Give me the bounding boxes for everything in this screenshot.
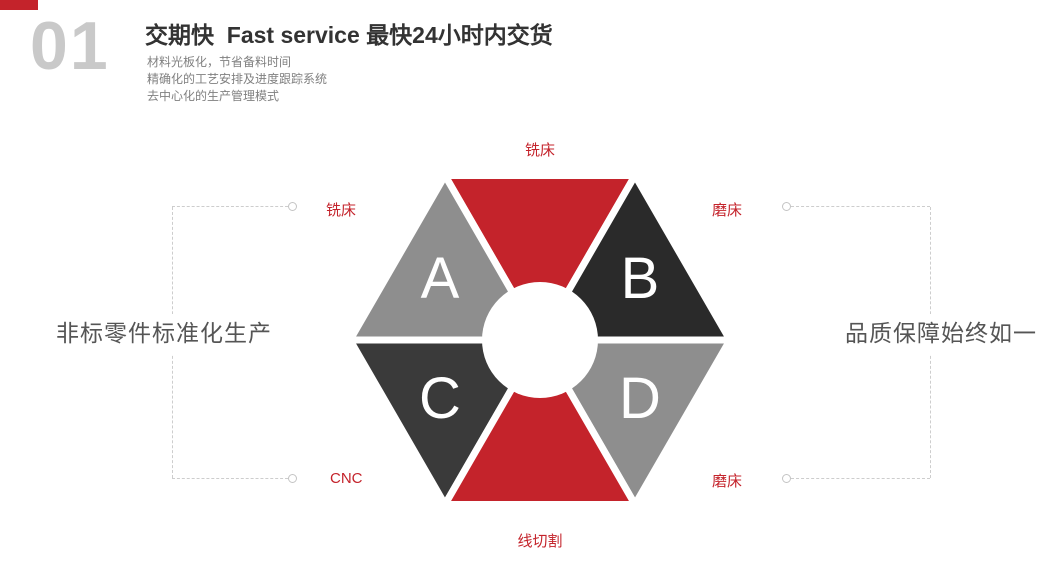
left-caption: 非标零件标准化生产 <box>52 314 276 354</box>
connector-right-bottom <box>791 478 930 479</box>
connector-right-top <box>791 206 930 207</box>
accent-bar <box>0 0 38 10</box>
connector-node-left-top <box>288 202 297 211</box>
right-caption: 品质保障始终如一 <box>841 314 1041 354</box>
label-lower-left: CNC <box>330 470 363 487</box>
segment-b-letter: B <box>621 246 660 311</box>
label-upper-right: 磨床 <box>712 202 743 219</box>
center-circle <box>482 282 598 398</box>
connector-left-top <box>172 206 288 207</box>
feature-point: 去中心化的生产管理模式 <box>147 89 280 103</box>
hexagon-diagram: A B C D <box>343 168 737 512</box>
segment-d-letter: D <box>619 366 661 431</box>
segment-bottom-triangle <box>438 333 642 508</box>
feature-points: 材料光板化，节省备料时间 精确化的工艺安排及进度跟踪系统 去中心化的生产管理模式 <box>147 54 327 105</box>
page-title: 交期快 Fast service 最快24小时内交货 <box>145 22 553 48</box>
label-upper-left: 铣床 <box>326 202 357 219</box>
label-top: 铣床 <box>524 142 555 159</box>
connector-node-right-top <box>782 202 791 211</box>
connector-node-right-bottom <box>782 474 791 483</box>
section-number: 01 <box>30 8 110 84</box>
label-bottom: 线切割 <box>517 533 563 550</box>
label-lower-right: 磨床 <box>712 473 743 490</box>
feature-point: 材料光板化，节省备料时间 <box>147 55 292 69</box>
segment-a-letter: A <box>421 246 460 311</box>
connector-left-bottom <box>172 478 288 479</box>
feature-point: 精确化的工艺安排及进度跟踪系统 <box>147 72 328 86</box>
connector-node-left-bottom <box>288 474 297 483</box>
segment-c-letter: C <box>419 366 461 431</box>
